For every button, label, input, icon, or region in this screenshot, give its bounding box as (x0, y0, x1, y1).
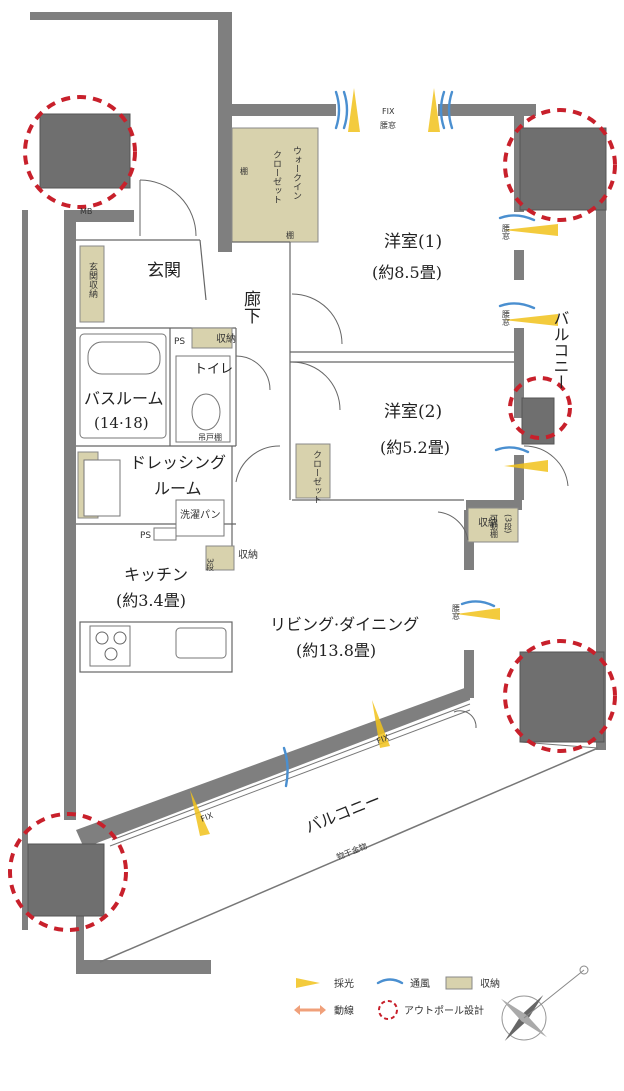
bedroom1-name: 洋室(1) (384, 232, 442, 252)
closet-label: クローゼット (311, 450, 322, 504)
wind-indicators (282, 90, 536, 788)
room-labels: 洋室(1) (約8.5畳) 洋室(2) (約5.2畳) 廊下 玄関 バスルーム … (84, 232, 570, 837)
three-tier-short-label: 3段 (206, 558, 215, 572)
light-indicators (190, 88, 558, 836)
dressing-label-2: ルーム (154, 479, 202, 498)
legend-storage: 収納 (480, 977, 500, 990)
legend-outpole: アウトポール設計 (404, 1004, 484, 1017)
legend-ventilation: 通風 (410, 978, 430, 990)
kitchen-size: (約3.4畳) (116, 591, 186, 610)
doors (139, 179, 569, 729)
legend: 採光 通風 収納 動線 アウトポール設計 (294, 976, 500, 1020)
compass-icon (501, 965, 589, 1041)
bedroom2-size: (約5.2畳) (380, 438, 450, 457)
corridor-label: 廊下 (240, 290, 261, 324)
kitchen-name: キッチン (124, 565, 188, 584)
entrance-label: 玄関 (147, 261, 181, 281)
waist-window-top: 腰窓 (380, 120, 396, 130)
hanger-fitting-label: 物干金物 (335, 841, 368, 862)
waist-window-r2: 腰窓 (502, 310, 511, 326)
storage-label-kitchen: 収納 (238, 548, 258, 561)
bathroom-size: (14·18) (94, 414, 149, 432)
bedroom1-size: (約8.5畳) (372, 263, 442, 282)
laundry-pan-label: 洗濯パン (180, 509, 221, 521)
living-size: (約13.8畳) (296, 641, 376, 660)
living-name: リビング·ダイニング (270, 615, 419, 634)
dressing-label-1: ドレッシング (130, 453, 226, 472)
toilet-label: トイレ (194, 362, 233, 377)
walls (22, 12, 606, 974)
hanging-shelf-label: 吊戸棚 (198, 432, 222, 442)
legend-storage-swatch (445, 976, 473, 990)
walkin-label-1: ウォークイン (291, 146, 302, 200)
ps-label-2: PS (140, 531, 151, 541)
entrance-storage-label: 玄関収納 (87, 261, 98, 299)
waist-window-ldk: 腰窓 (452, 604, 461, 620)
shelf-label-1: 棚 (240, 166, 248, 176)
outpole-columns (8, 95, 617, 932)
storage-label-ldk: 収納 (478, 516, 498, 529)
diagonal-window-wall (76, 686, 599, 963)
waist-window-r1: 腰窓 (502, 224, 511, 240)
legend-light-swatch (296, 978, 320, 988)
three-tier-label: (3段) (504, 514, 513, 533)
balcony-east-label: バルコニー (551, 310, 570, 390)
bathroom-name: バスルーム (84, 389, 164, 408)
legend-wind-swatch (376, 978, 404, 985)
shelf-label-2: 棚 (286, 230, 294, 240)
legend-outpole-swatch (378, 1000, 398, 1020)
mb-label: MB (80, 207, 92, 216)
ps-label-1: PS (174, 337, 185, 347)
fixtures (79, 333, 231, 667)
legend-light: 採光 (334, 977, 354, 990)
walkin-label-2: クローゼット (271, 150, 282, 204)
fix-top: FIX (382, 107, 395, 116)
movable-shelf-label: 可動棚 (490, 514, 499, 539)
bedroom2-name: 洋室(2) (384, 402, 442, 422)
balcony-south-label: バルコニー (303, 789, 384, 836)
fix-diag-2: FIX (199, 811, 214, 824)
legend-circulation: 動線 (334, 1004, 354, 1017)
storage-label-toilet: 収納 (216, 332, 236, 345)
